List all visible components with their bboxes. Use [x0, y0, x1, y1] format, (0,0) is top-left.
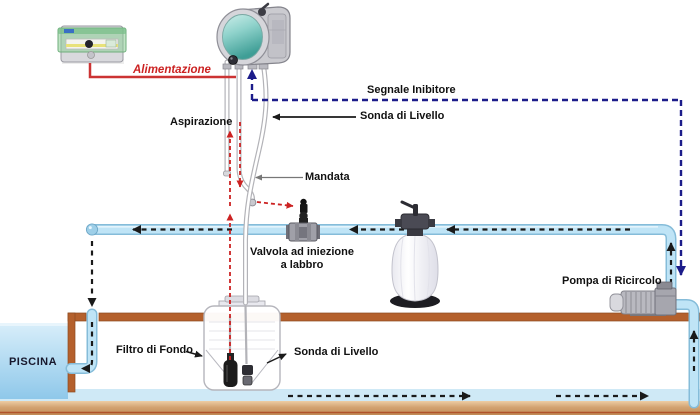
- peristaltic-dosing-pump: [216, 2, 291, 70]
- power-line: [88, 63, 236, 79]
- swimming-pool: [0, 323, 68, 399]
- injection-valve: [286, 198, 320, 242]
- panel-knob: [85, 40, 93, 48]
- pump-top-port: [656, 281, 673, 290]
- label-discharge: Mandata: [305, 171, 350, 183]
- return-pipe: [88, 225, 675, 293]
- label-level-probe-top: Sonda di Livello: [360, 110, 445, 122]
- label-recirculation-pump: Pompa di Ricircolo: [562, 275, 662, 287]
- label-inhibitor-signal: Segnale Inibitore: [367, 84, 456, 96]
- suction-pipe: [664, 300, 698, 407]
- probe-cable-in-tank: [244, 305, 248, 365]
- probe-bottom-pointer: [266, 353, 287, 364]
- brand-logo: [64, 29, 74, 33]
- control-panel-box: [57, 25, 127, 64]
- label-pool: PISCINA: [8, 356, 58, 368]
- recirculation-pump: [609, 281, 677, 316]
- bottom-filter-pointer: [185, 350, 203, 358]
- chemical-tank: [203, 295, 281, 391]
- pump-head-cover: [222, 14, 263, 60]
- filter-vessel: [391, 233, 439, 302]
- pipe-end-cap: [85, 223, 99, 236]
- pump-tubes: [223, 59, 269, 306]
- chemical-flow-arrows: [226, 122, 294, 360]
- water-flow-arrows: [81, 225, 699, 401]
- label-power: Alimentazione: [133, 64, 211, 76]
- level-probe-cable: [244, 60, 268, 305]
- pump-head: [654, 287, 677, 316]
- inhibitor-signal-line: [247, 69, 686, 276]
- sand-ground-strip: [0, 401, 700, 415]
- label-suction: Aspirazione: [170, 116, 233, 128]
- leader-lines: [185, 113, 356, 364]
- multiport-valve: [400, 213, 430, 230]
- head-clamp: [258, 8, 266, 16]
- label-bottom-filter: Filtro di Fondo: [116, 344, 193, 356]
- pool-wall: [67, 312, 76, 393]
- head-fitting: [228, 55, 238, 65]
- label-injection-valve: Valvola ad iniezione a labbro: [250, 246, 354, 271]
- label-level-probe-bottom: Sonda di Livello: [294, 346, 379, 358]
- sand-filter: [390, 200, 440, 308]
- pool-deck: [67, 312, 700, 393]
- level-probe: [242, 365, 253, 386]
